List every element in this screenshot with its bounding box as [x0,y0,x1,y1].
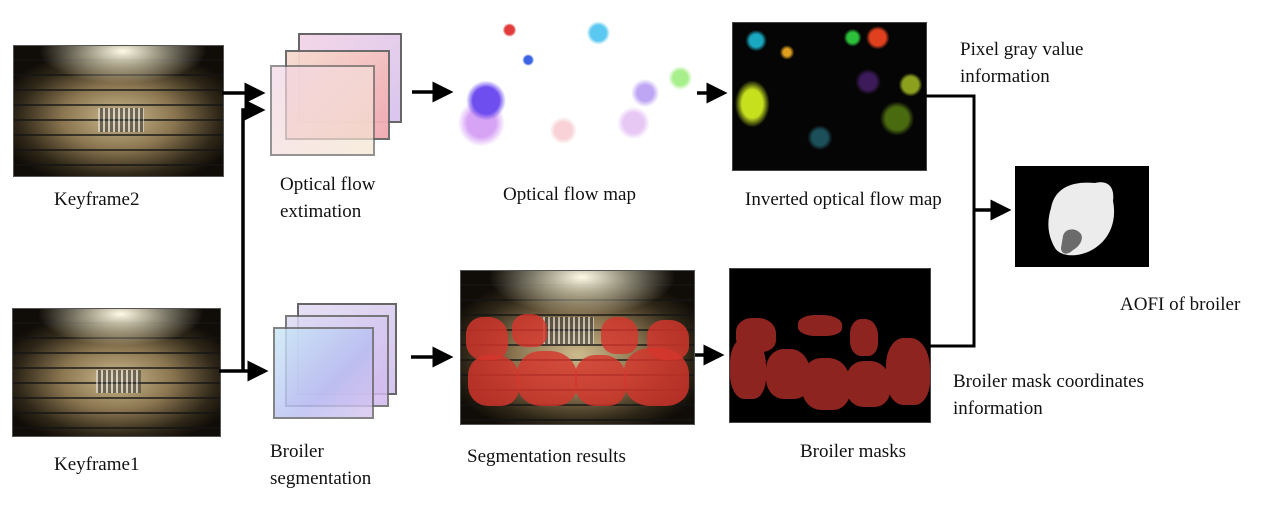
optical-flow-label-2: extimation [280,201,362,222]
segmentation-label-1: Broiler [270,441,324,462]
segmentation-results-image [460,270,695,425]
inverted-optical-flow-map-image [732,22,927,171]
aofi-label: AOFI of broiler [1120,294,1241,315]
pixel-gray-label-1: Pixel gray value [960,39,1084,60]
aofi-image [1015,166,1149,267]
inverted-optical-flow-map-label: Inverted optical flow map [745,189,942,210]
arrow-keyframe1-to-optical-flow [241,99,266,371]
connector-inverted-to-merge [926,94,976,348]
keyframe1-label: Keyframe1 [54,454,140,475]
optical-flow-map-image [458,18,692,168]
keyframe2-image [13,45,224,177]
mask-coords-label-1: Broiler mask coordinates [953,371,1145,392]
segmentation-results-label: Segmentation results [467,446,626,467]
broiler-masks-label: Broiler masks [800,441,907,462]
broiler-masks-image [729,268,931,423]
pixel-gray-label-2: information [960,66,1050,87]
keyframe1-image [12,308,221,437]
optical-flow-map-label: Optical flow map [503,184,636,205]
segmentation-label-2: segmentation [270,468,372,489]
keyframe2-label: Keyframe2 [54,189,140,210]
mask-coords-label-2: information [953,398,1043,419]
optical-flow-label-1: Optical flow [280,174,376,195]
